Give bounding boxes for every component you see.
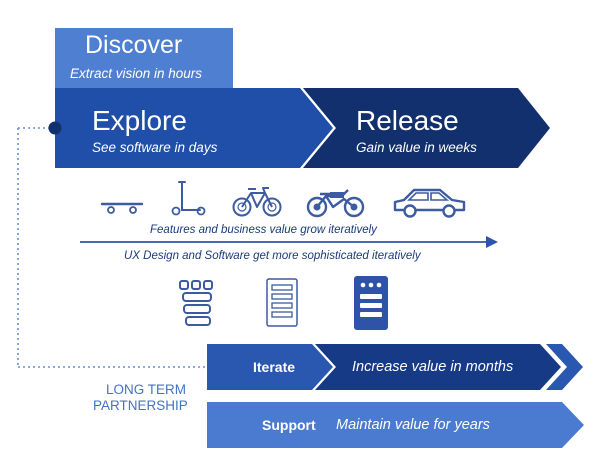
- scooter-icon: [171, 181, 206, 216]
- motorcycle-icon: [306, 189, 365, 218]
- discover-subtitle: Extract vision in hours: [70, 66, 203, 81]
- iterate-chevron: [207, 344, 333, 390]
- skateboard-icon: [100, 202, 144, 214]
- release-subtitle: Gain value in weeks: [356, 140, 477, 155]
- iterate-tail-chevron: [546, 344, 583, 390]
- support-value: Maintain value for years: [336, 417, 490, 433]
- connector-dot: [48, 121, 62, 135]
- high-fidelity-app-icon: [354, 276, 388, 330]
- partnership-line1: LONG TERM: [106, 382, 187, 397]
- features-caption: Features and business value grow iterati…: [150, 224, 377, 236]
- iterate-label: Iterate: [253, 359, 296, 375]
- explore-release-arrows: [48, 88, 550, 168]
- iterate-value-chevron: [315, 344, 561, 390]
- discover-title: Discover: [85, 31, 183, 59]
- explore-title: Explore: [92, 105, 187, 136]
- car-icon: [393, 188, 466, 218]
- partnership-line2: PARTNERSHIP: [93, 398, 188, 413]
- ux-caption: UX Design and Software get more sophisti…: [124, 250, 421, 262]
- explore-chevron: [55, 88, 333, 168]
- support-bar: [207, 402, 584, 448]
- explore-subtitle: See software in days: [92, 140, 218, 155]
- release-chevron: [303, 88, 550, 168]
- bicycle-icon: [232, 187, 282, 217]
- progression-arrow: [80, 236, 498, 248]
- iterate-value: Increase value in months: [352, 359, 514, 375]
- release-title: Release: [356, 105, 459, 136]
- low-fidelity-wireframe-icon: [266, 278, 298, 327]
- discover-stage: [55, 28, 233, 92]
- support-label: Support: [262, 417, 316, 433]
- sketch-wireframe-icon: [179, 280, 213, 326]
